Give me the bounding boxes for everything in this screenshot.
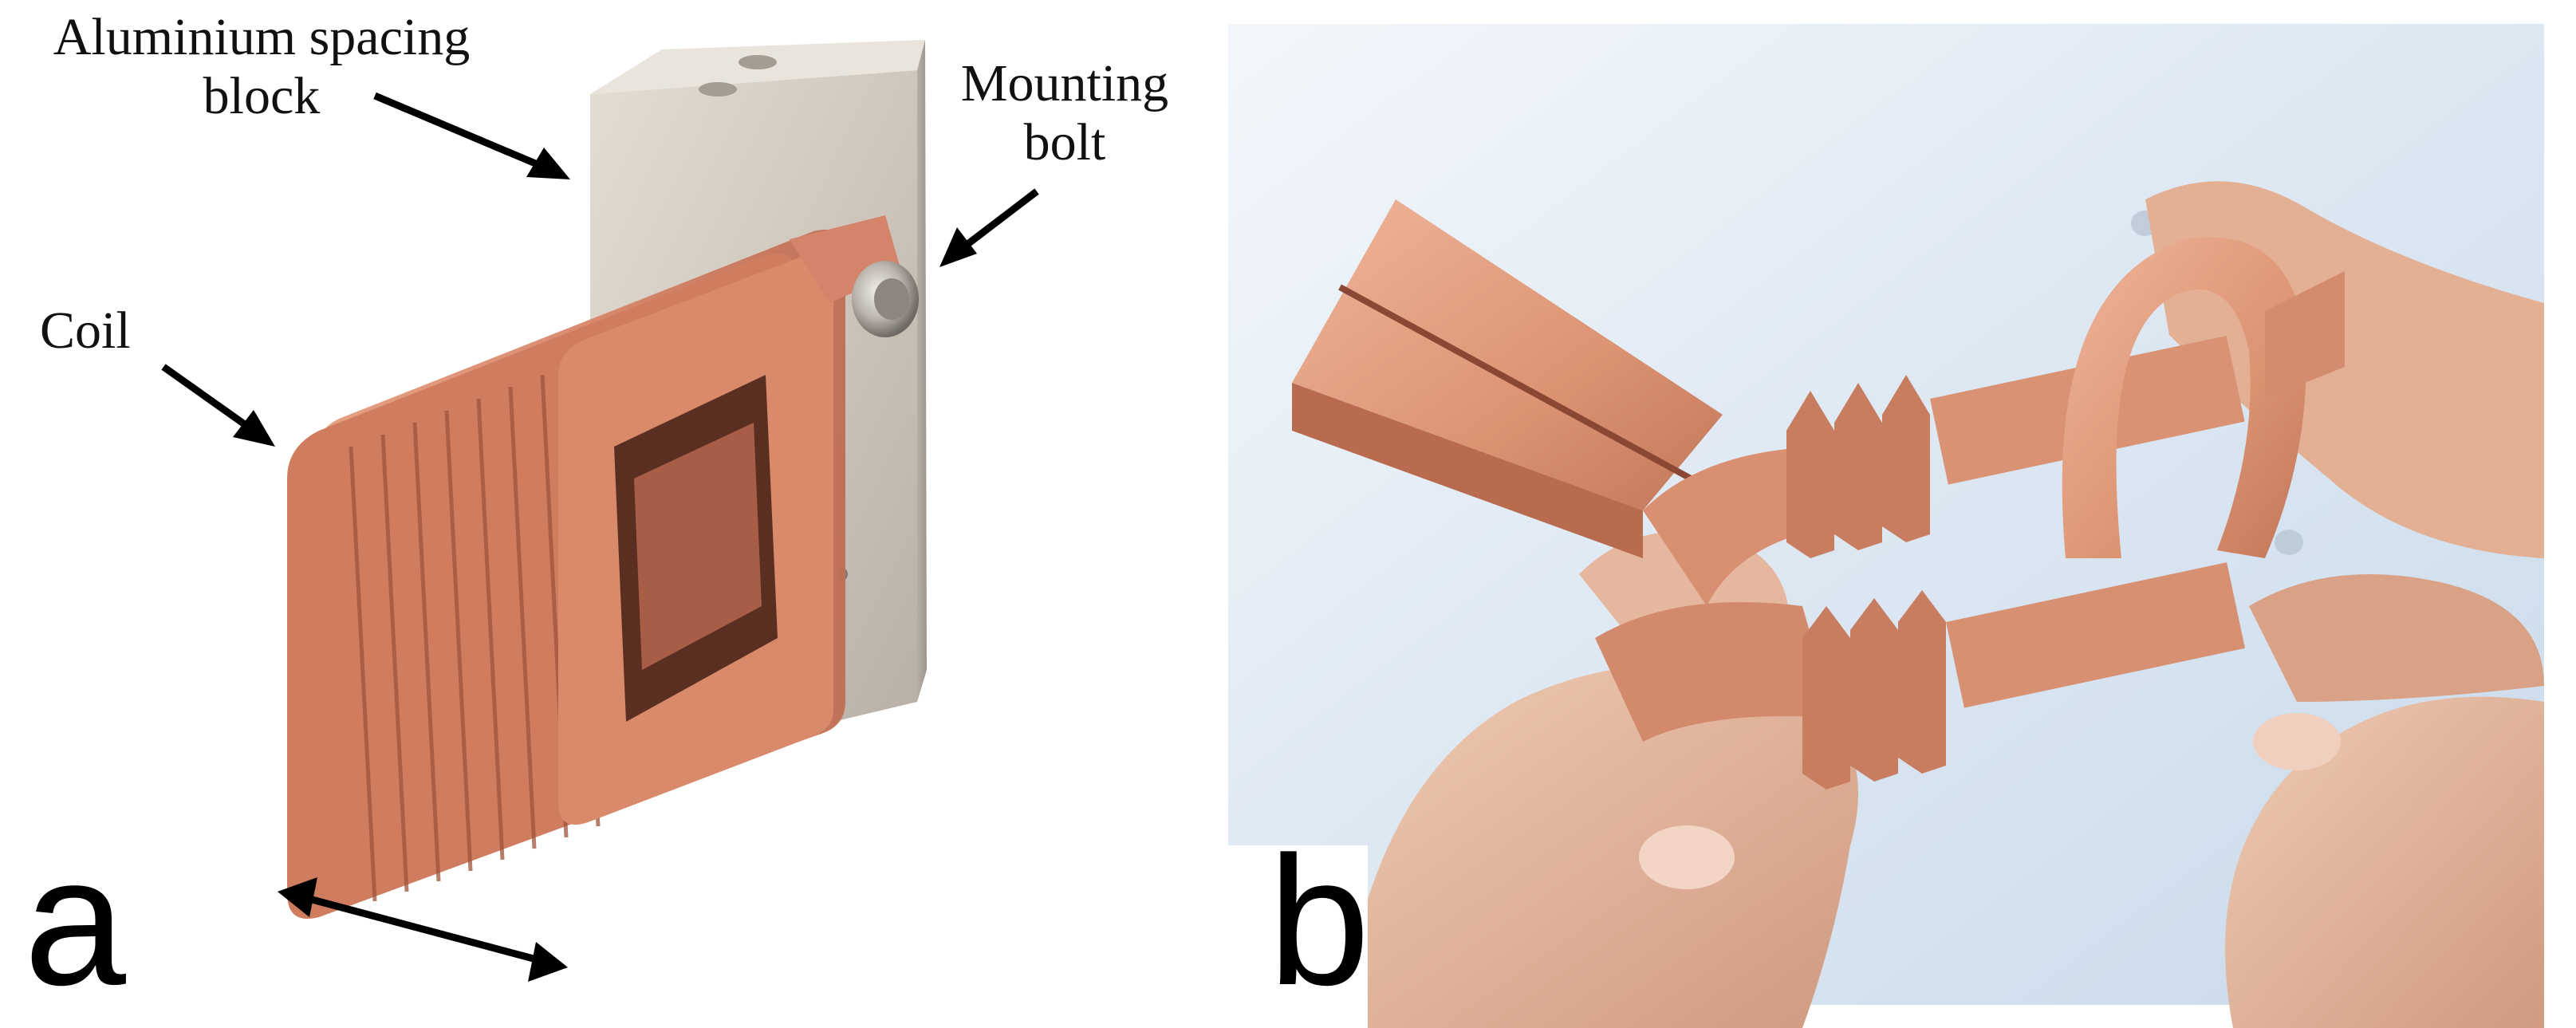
copper-part <box>1292 199 2345 790</box>
label-bolt-line1: Mounting <box>960 54 1169 112</box>
label-block-line2: block <box>203 67 321 125</box>
printed-copper-part-photo <box>1228 0 2576 1028</box>
label-bolt-line2: bolt <box>1023 113 1106 171</box>
arrow-block <box>373 92 556 175</box>
label-aluminium-spacing-block: Aluminium spacing block <box>38 8 485 126</box>
label-block-line1: Aluminium spacing <box>53 8 471 66</box>
copper-coil <box>287 215 901 919</box>
panel-b: b <box>1228 0 2576 1028</box>
panel-a: Aluminium spacing block Mounting bolt Co… <box>0 0 1228 1028</box>
panel-letter-b: b <box>1268 818 1370 1023</box>
panel-letter-a: a <box>24 818 126 1023</box>
label-mounting-bolt: Mounting bolt <box>941 54 1188 172</box>
width-arrow <box>278 877 568 982</box>
arrow-coil <box>161 364 262 438</box>
mounting-bolt <box>852 261 919 337</box>
callout-arrows <box>161 92 1039 982</box>
label-box <box>1228 845 1368 1028</box>
label-coil: Coil <box>40 301 131 360</box>
coil-assembly-illustration <box>161 40 1039 982</box>
